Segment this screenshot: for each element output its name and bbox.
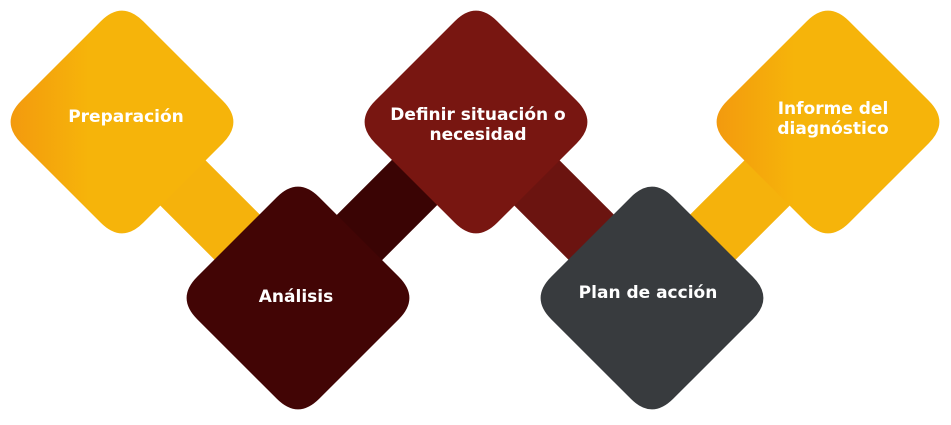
connector-3 xyxy=(510,156,618,264)
step-diamond-preparacion xyxy=(10,10,234,234)
diamonds xyxy=(10,10,940,410)
step-diamond-plan xyxy=(540,186,764,410)
connector-2 xyxy=(333,156,441,264)
step-diamond-analisis xyxy=(186,186,410,410)
connector-1 xyxy=(156,156,264,264)
step-label-definir: Definir situación o necesidad xyxy=(390,105,566,145)
step-label-informe: Informe del diagnóstico xyxy=(777,99,889,139)
step-diamond-definir xyxy=(364,10,588,234)
step-label-plan: Plan de acción xyxy=(578,283,718,303)
connectors xyxy=(156,156,794,264)
step-label-analisis: Análisis xyxy=(258,287,334,307)
step-label-preparacion: Preparación xyxy=(68,107,184,127)
connector-4 xyxy=(686,156,794,264)
step-diamond-informe xyxy=(716,10,940,234)
